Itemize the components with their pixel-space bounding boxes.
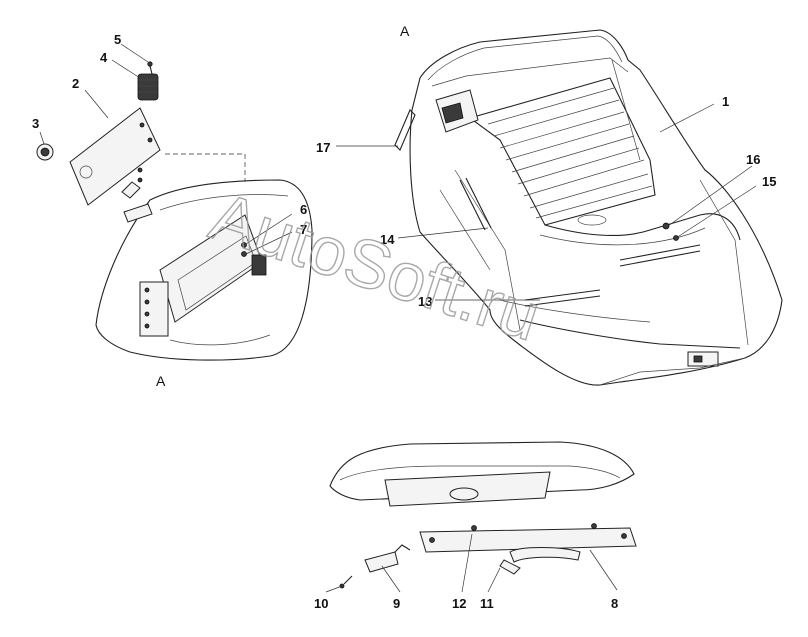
detail-a-assembly xyxy=(95,153,313,361)
watermark-text: AutoSoft.ru xyxy=(202,178,549,355)
callout-6: 6 xyxy=(300,202,307,217)
callout-10: 10 xyxy=(314,596,328,611)
callout-1: 1 xyxy=(722,94,729,109)
callout-2: 2 xyxy=(72,76,79,91)
view-label-bottom: A xyxy=(156,373,166,389)
callout-14: 14 xyxy=(380,232,395,247)
lower-hatch-assembly xyxy=(329,441,637,589)
callout-9: 9 xyxy=(393,596,400,611)
callout-15: 15 xyxy=(762,174,776,189)
callout-11: 11 xyxy=(480,596,494,611)
callout-12: 12 xyxy=(452,596,466,611)
roof-hatch-slats xyxy=(487,87,653,219)
plate-and-fasteners xyxy=(36,61,161,223)
callout-4: 4 xyxy=(100,50,108,65)
callout-5: 5 xyxy=(114,32,121,47)
callout-16: 16 xyxy=(746,152,760,167)
leader-lines xyxy=(39,43,757,593)
callout-8: 8 xyxy=(611,596,618,611)
callout-3: 3 xyxy=(32,116,39,131)
callout-13: 13 xyxy=(418,294,432,309)
callout-17: 17 xyxy=(316,140,330,155)
callout-7: 7 xyxy=(300,222,307,237)
cab-roof-assembly xyxy=(394,29,783,386)
view-label-top: A xyxy=(400,23,410,39)
